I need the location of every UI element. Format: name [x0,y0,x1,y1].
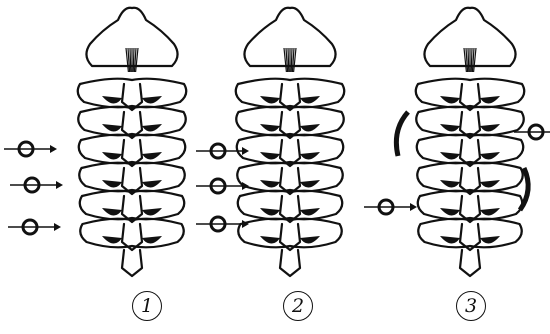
facet-shadow [480,96,500,104]
facet-shadow [300,180,320,188]
facet-shadow [300,236,320,244]
facet-shadow [102,208,122,216]
facet-shadow [102,152,122,160]
panel-3-label: 3 [456,291,486,321]
facet-shadow [102,236,122,244]
panel-1-label: 1 [132,291,162,321]
facet-shadow [300,124,320,132]
facet-shadow [300,152,320,160]
facet-shadow [440,124,460,132]
vertebra [78,79,187,108]
spine-panel-1 [4,8,186,276]
vertebra [416,79,525,108]
facet-shadow [480,180,500,188]
panel-2-label: 2 [283,291,313,321]
vertebra [236,79,345,108]
facet-shadow [480,124,500,132]
spine-panel-3 [364,8,550,276]
facet-shadow [260,208,280,216]
facet-shadow [300,208,320,216]
curved-arrow-icon [520,168,528,210]
spine-tail [460,250,480,276]
facet-shadow [142,208,162,216]
facet-shadow [480,208,500,216]
facet-shadow [142,96,162,104]
facet-shadow [142,124,162,132]
facet-shadow [480,152,500,160]
facet-shadow [440,96,460,104]
spine-panel-2 [196,8,344,276]
facet-shadow [142,236,162,244]
facet-shadow [260,124,280,132]
facet-shadow [440,180,460,188]
facet-shadow [102,96,122,104]
facet-shadow [142,152,162,160]
facet-shadow [142,180,162,188]
spine-tail [122,250,142,276]
facet-shadow [260,152,280,160]
facet-shadow [440,152,460,160]
spine-tail [280,250,300,276]
facet-shadow [440,208,460,216]
facet-shadow [300,96,320,104]
facet-shadow [260,236,280,244]
facet-shadow [480,236,500,244]
facet-shadow [260,180,280,188]
facet-shadow [102,180,122,188]
facet-shadow [102,124,122,132]
facet-shadow [440,236,460,244]
curved-arrow-icon [396,112,408,156]
facet-shadow [260,96,280,104]
